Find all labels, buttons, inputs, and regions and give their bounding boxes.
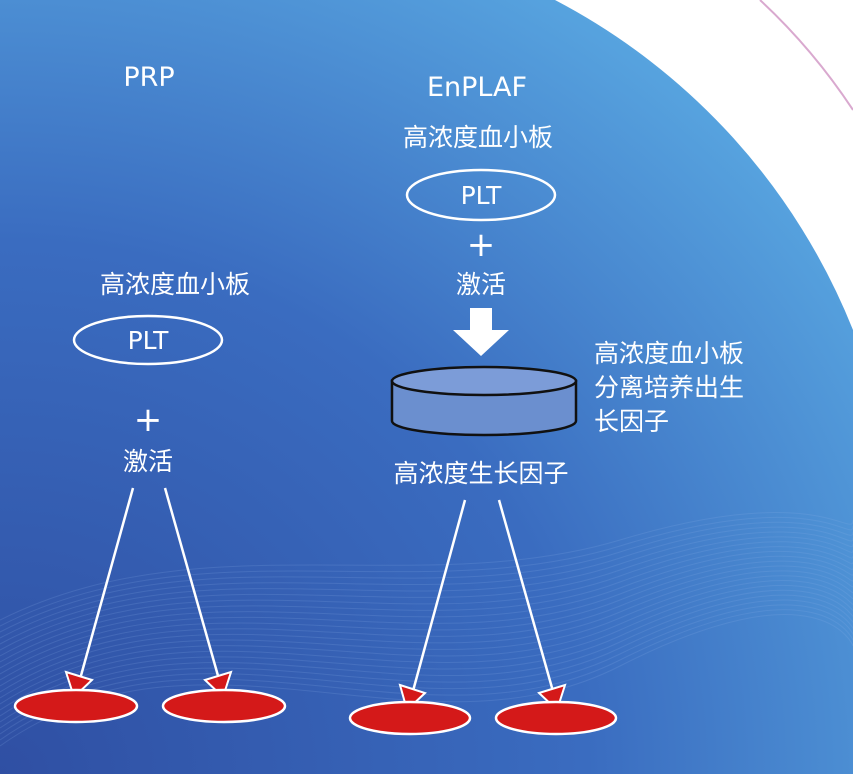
prp-platelet-label: 高浓度血小板 (100, 270, 250, 299)
prp-plus-sign: + (134, 400, 163, 440)
wave-line (0, 546, 853, 663)
wave-line (0, 536, 853, 651)
enplaf-plt-label: PLT (461, 181, 503, 210)
wave-line (0, 531, 853, 645)
enplaf-platelet-label: 高浓度血小板 (403, 123, 553, 152)
culture-drum (390, 365, 578, 437)
enplaf-plus-sign: + (467, 225, 496, 265)
decorative-waves (0, 512, 853, 747)
enplaf-arrow-right (497, 499, 558, 703)
wave-line (0, 541, 853, 657)
prp-target-left (13, 688, 139, 724)
wave-line (0, 609, 853, 741)
wave-line (0, 560, 853, 681)
wave-line (0, 516, 853, 627)
wave-line (0, 589, 853, 717)
wave-line (0, 570, 853, 693)
prp-plt-ellipse (72, 314, 224, 366)
wave-line (0, 565, 853, 687)
enplaf-side-note-line-3: 长因子 (594, 407, 669, 436)
wave-line (0, 614, 853, 747)
prp-arrow-right (163, 487, 224, 691)
wave-line (0, 575, 853, 699)
down-block-arrow (453, 308, 509, 356)
wave-line (0, 526, 853, 639)
wave-line (0, 599, 853, 729)
wave-line (0, 604, 853, 735)
wave-line (0, 512, 853, 621)
enplaf-target-right (494, 700, 618, 736)
wave-line (0, 521, 853, 633)
enplaf-arrow-left (408, 499, 467, 703)
wave-line (0, 555, 853, 675)
enplaf-plt-ellipse (405, 168, 557, 222)
prp-activate-label: 激活 (123, 447, 173, 476)
enplaf-side-note-line-2: 分离培养出生 (594, 373, 744, 402)
enplaf-activate-label: 激活 (456, 270, 506, 299)
enplaf-growth-factor-label: 高浓度生长因子 (393, 459, 568, 488)
prp-target-right (161, 688, 287, 724)
prp-title: PRP (123, 62, 174, 93)
prp-plt-label: PLT (128, 326, 170, 355)
enplaf-side-note-line-1: 高浓度血小板 (594, 339, 744, 368)
wave-line (0, 594, 853, 723)
prp-arrow-left (75, 487, 135, 691)
enplaf-target-left (348, 700, 472, 736)
wave-line (0, 550, 853, 669)
enplaf-title: EnPLAF (427, 72, 527, 103)
decorative-arc-line (759, 0, 853, 111)
